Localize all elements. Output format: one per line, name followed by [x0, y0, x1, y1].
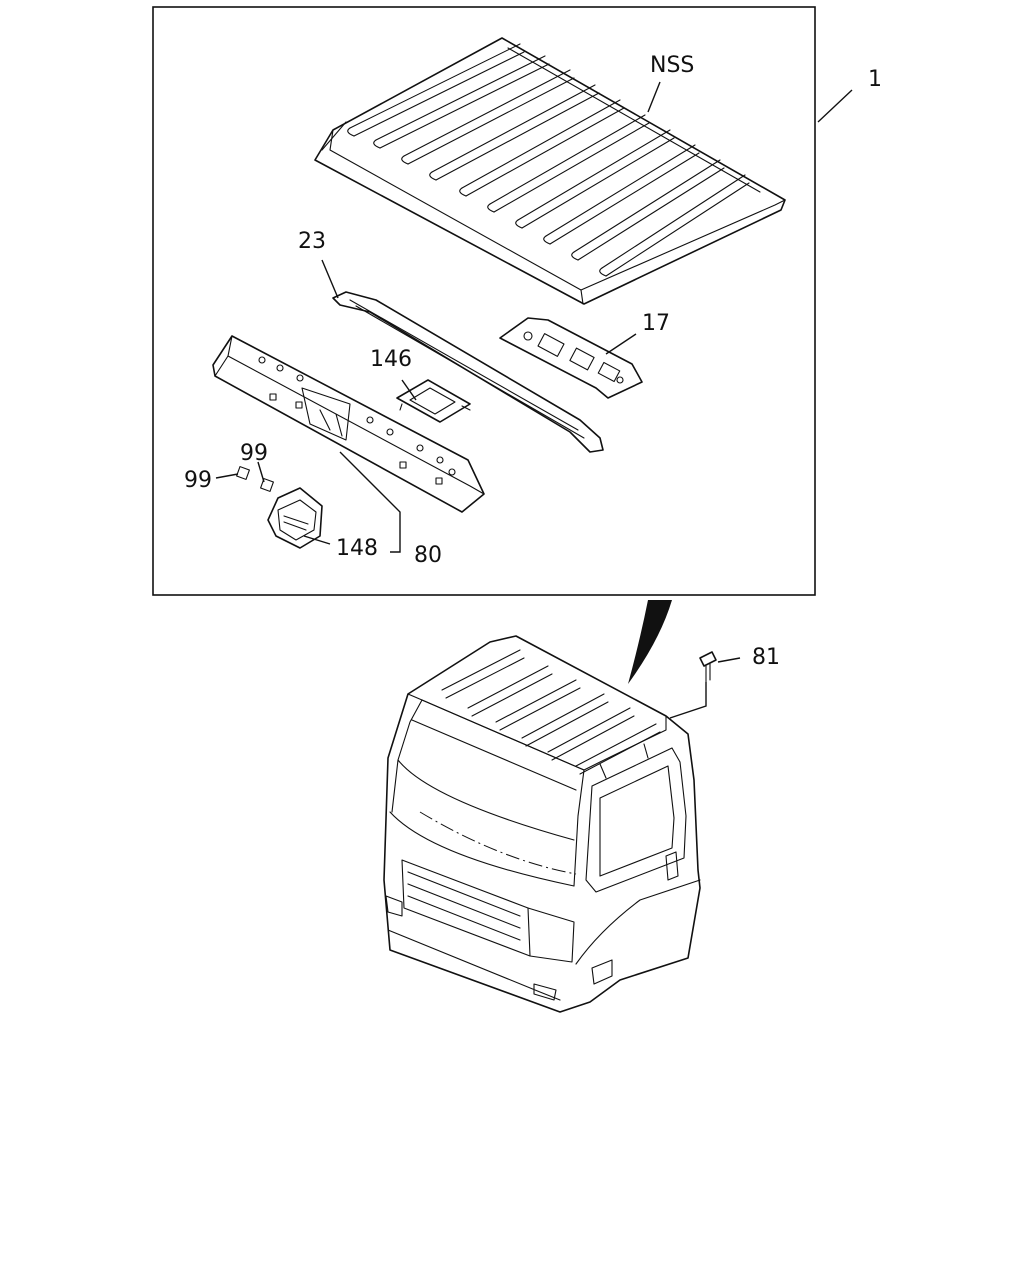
reinforcement-plate: [499, 317, 643, 399]
callout-roof-panel: NSS: [650, 53, 694, 78]
arrow-pointer: [628, 600, 672, 684]
bracket-center: [396, 379, 471, 423]
callout-front-header: 80: [414, 543, 442, 568]
nut-left: [236, 466, 250, 480]
callout-nut-right: 99: [240, 441, 268, 466]
nut-right: [260, 478, 274, 492]
detail-frame: [152, 6, 816, 596]
callout-reinforcement-plate: 17: [642, 311, 670, 336]
callout-bracket-center: 146: [370, 347, 412, 372]
clip: [699, 651, 717, 683]
corner-bracket: [267, 487, 323, 549]
callout-nut-left: 99: [184, 468, 212, 493]
callout-clip: 81: [752, 645, 780, 670]
cab-body: [383, 635, 701, 1013]
roof-panel: [314, 37, 786, 305]
callout-roof-bow: 23: [298, 229, 326, 254]
callout-assembly: 1: [868, 67, 882, 92]
cab-centerline: [419, 811, 577, 875]
leader-lines: [215, 81, 853, 719]
callout-corner-bracket: 148: [336, 536, 378, 561]
roof-bow-rear: [332, 291, 604, 453]
front-header: [212, 335, 485, 513]
